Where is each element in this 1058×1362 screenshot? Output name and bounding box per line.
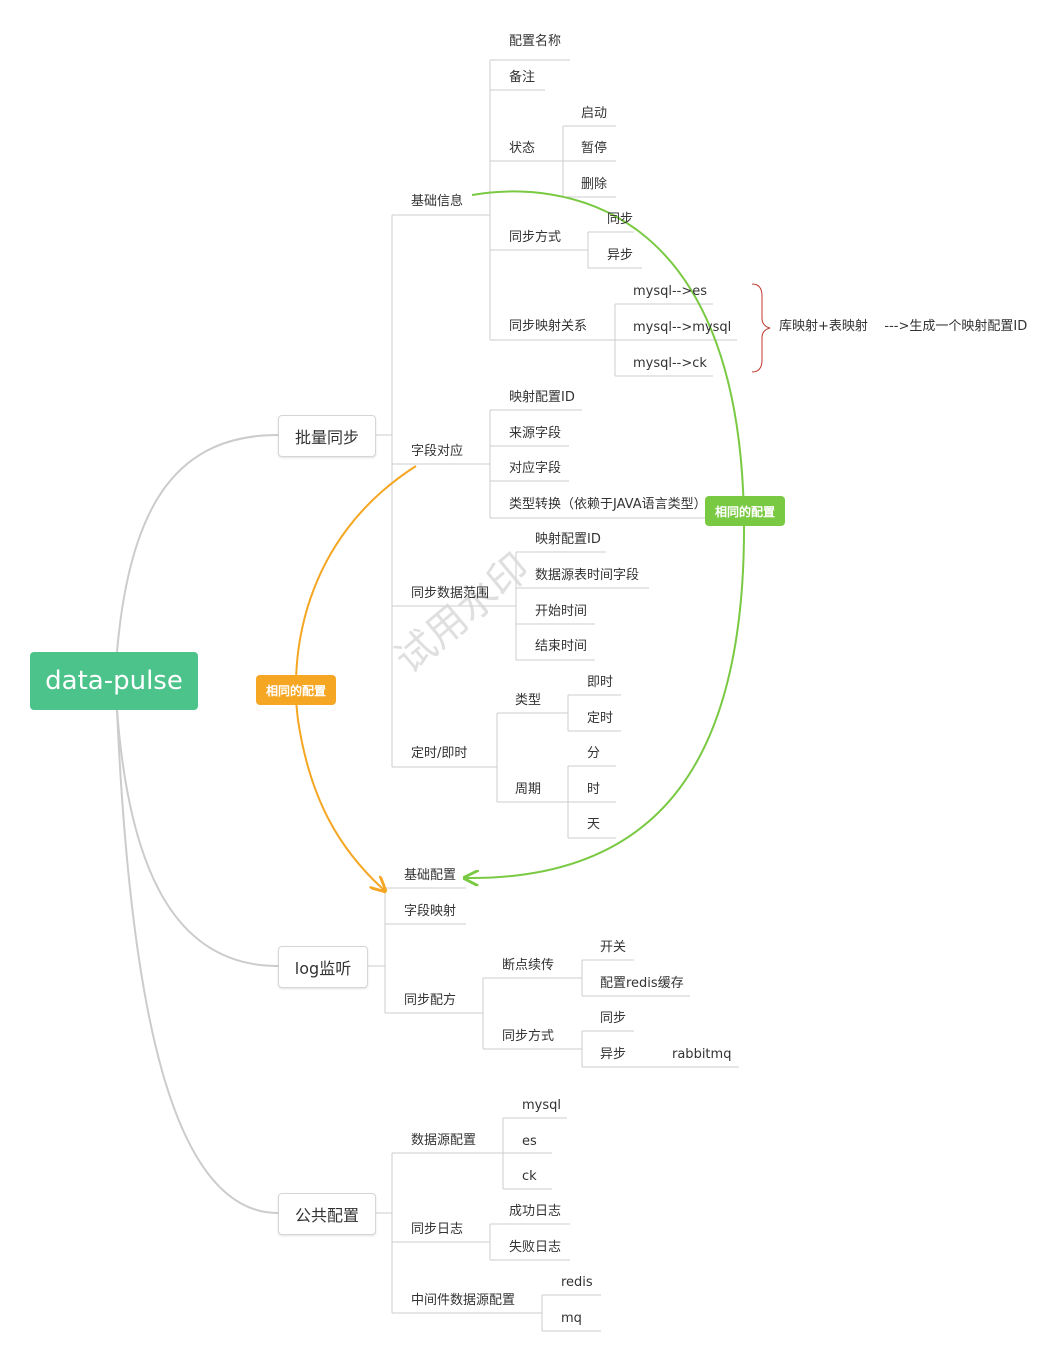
node-log-fail[interactable]: 失败日志 — [509, 1240, 562, 1255]
node-range-time-field[interactable]: 数据源表时间字段 — [535, 568, 640, 583]
brace-note: 库映射+表映射 --->生成一个映射配置ID — [779, 319, 1028, 334]
node-log-recipe[interactable]: 同步配方 — [404, 993, 457, 1008]
node-log-success[interactable]: 成功日志 — [509, 1204, 562, 1219]
branch-batch-sync[interactable]: 批量同步 — [278, 415, 376, 457]
node-range-map-id[interactable]: 映射配置ID — [535, 532, 601, 547]
node-log-basic[interactable]: 基础配置 — [404, 868, 457, 883]
node-mapping-ck[interactable]: mysql-->ck — [633, 356, 707, 371]
tree-lines — [366, 59, 739, 1332]
node-range-end[interactable]: 结束时间 — [535, 639, 588, 654]
node-sync-mode-sync[interactable]: 同步 — [607, 212, 634, 227]
node-type-instant[interactable]: 即时 — [587, 675, 614, 690]
tag-same-config-green[interactable]: 相同的配置 — [705, 496, 785, 526]
node-log-mode-sync[interactable]: 同步 — [600, 1011, 627, 1026]
node-field-source[interactable]: 来源字段 — [509, 426, 562, 441]
node-config-name[interactable]: 配置名称 — [509, 34, 562, 49]
node-sync-mode[interactable]: 同步方式 — [509, 230, 562, 245]
node-field-target[interactable]: 对应字段 — [509, 461, 562, 476]
node-status-pause[interactable]: 暂停 — [581, 141, 608, 156]
node-ds-mysql[interactable]: mysql — [522, 1098, 561, 1113]
node-timing-type[interactable]: 类型 — [515, 693, 542, 708]
node-mapping[interactable]: 同步映射关系 — [509, 319, 588, 334]
node-field-type-convert[interactable]: 类型转换（依赖于JAVA语言类型） — [509, 497, 707, 512]
node-basic-info[interactable]: 基础信息 — [411, 194, 464, 209]
node-status-delete[interactable]: 删除 — [581, 177, 608, 192]
root-curves — [116, 434, 279, 1214]
node-period-hour[interactable]: 时 — [587, 782, 601, 797]
brace — [751, 283, 771, 373]
branch-log-listen[interactable]: log监听 — [278, 946, 368, 988]
node-resume-switch[interactable]: 开关 — [600, 940, 627, 955]
node-range-start[interactable]: 开始时间 — [535, 604, 588, 619]
node-period-day[interactable]: 天 — [587, 817, 601, 832]
node-mw-mq[interactable]: mq — [561, 1311, 582, 1326]
node-middleware-config[interactable]: 中间件数据源配置 — [411, 1293, 516, 1308]
node-ds-config[interactable]: 数据源配置 — [411, 1133, 477, 1148]
node-sync-log[interactable]: 同步日志 — [411, 1222, 464, 1237]
node-remark[interactable]: 备注 — [509, 70, 536, 85]
node-resume-redis[interactable]: 配置redis缓存 — [600, 976, 684, 991]
node-log-resume[interactable]: 断点续传 — [502, 958, 555, 973]
node-data-range[interactable]: 同步数据范围 — [411, 586, 490, 601]
node-timing-period[interactable]: 周期 — [515, 782, 542, 797]
node-field-mapping[interactable]: 字段对应 — [411, 444, 464, 459]
node-mapping-mysql[interactable]: mysql-->mysql — [633, 320, 732, 335]
node-timing[interactable]: 定时/即时 — [411, 746, 468, 761]
node-log-field-map[interactable]: 字段映射 — [404, 904, 457, 919]
node-log-mode-async[interactable]: 异步 — [600, 1047, 627, 1062]
node-type-scheduled[interactable]: 定时 — [587, 711, 614, 726]
node-field-map-id[interactable]: 映射配置ID — [509, 390, 575, 405]
node-sync-mode-async[interactable]: 异步 — [607, 248, 634, 263]
node-period-minute[interactable]: 分 — [587, 746, 601, 761]
node-mw-redis[interactable]: redis — [561, 1275, 593, 1290]
node-status-start[interactable]: 启动 — [581, 106, 608, 121]
node-mapping-es[interactable]: mysql-->es — [633, 284, 708, 299]
node-status[interactable]: 状态 — [509, 141, 536, 156]
tag-same-config-orange[interactable]: 相同的配置 — [256, 675, 336, 705]
root-node[interactable]: data-pulse — [30, 652, 198, 710]
node-log-rabbitmq[interactable]: rabbitmq — [672, 1047, 732, 1062]
orange-connector — [294, 465, 417, 890]
branch-common-config[interactable]: 公共配置 — [278, 1193, 376, 1235]
node-ds-es[interactable]: es — [522, 1134, 537, 1149]
node-ds-ck[interactable]: ck — [522, 1169, 537, 1184]
node-log-mode[interactable]: 同步方式 — [502, 1029, 555, 1044]
